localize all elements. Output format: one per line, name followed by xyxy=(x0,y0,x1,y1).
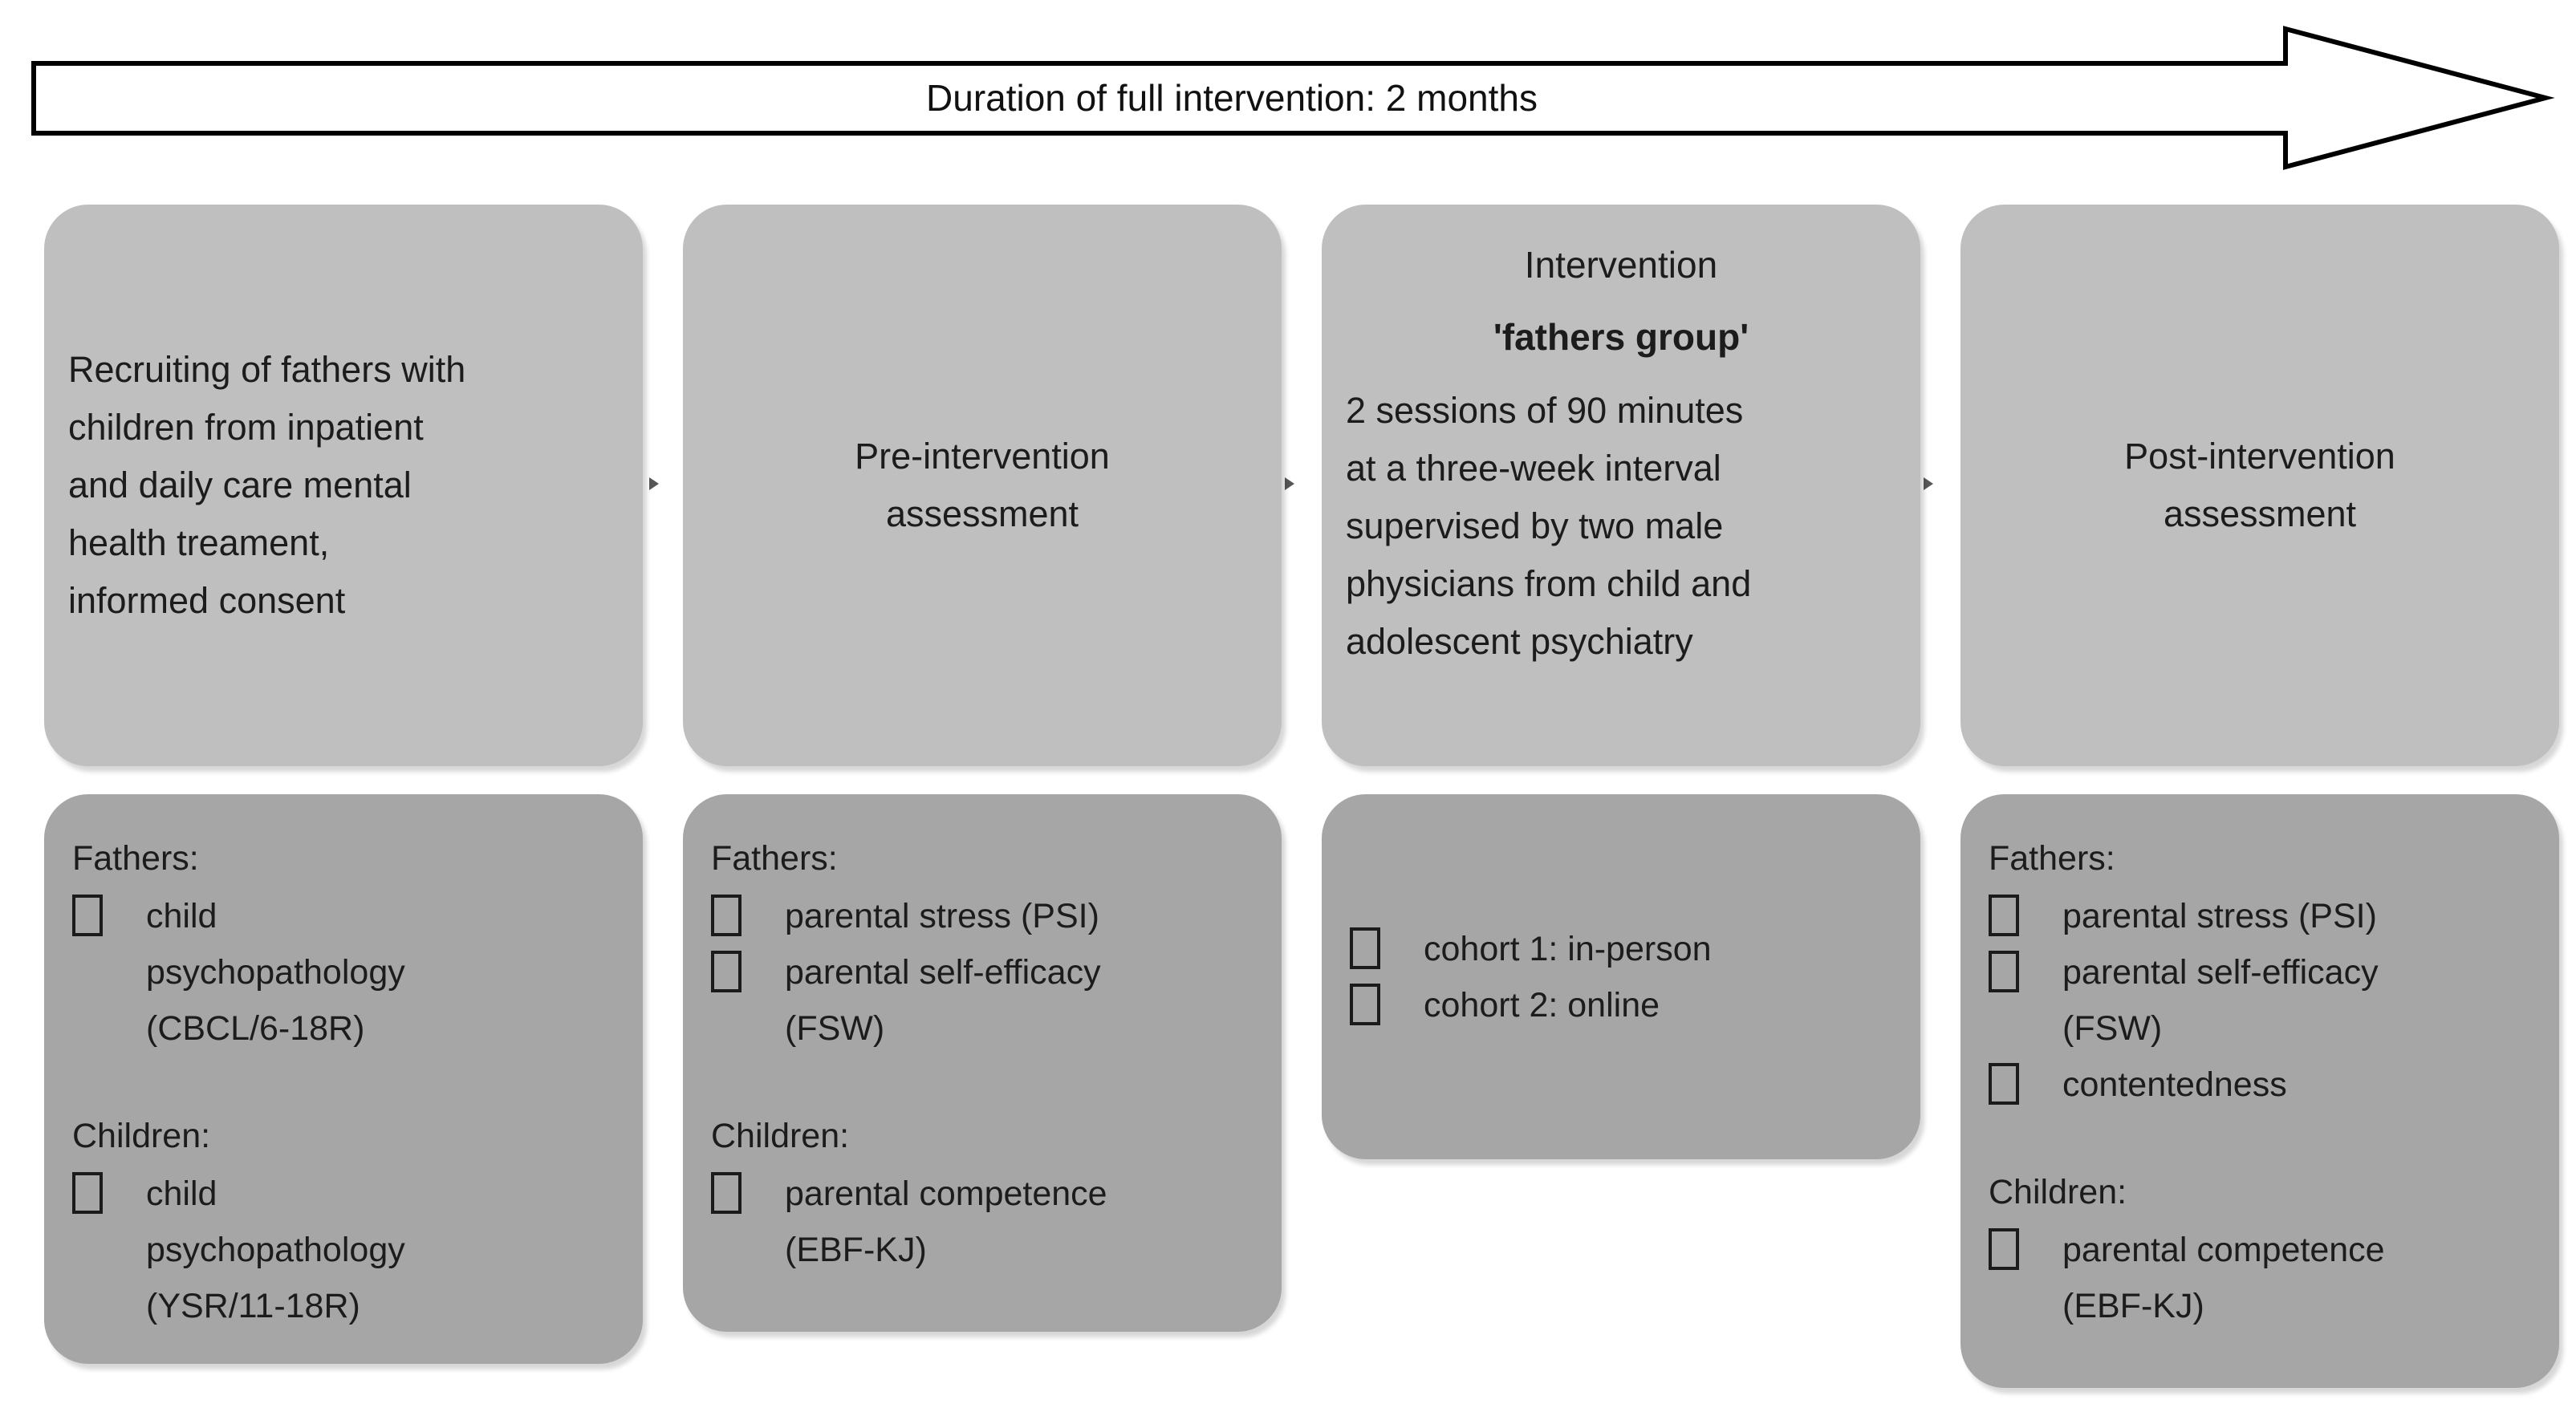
list-item: parental stress (PSI) xyxy=(1989,888,2537,944)
pre-intervention-assessment-text: Pre-intervention assessment xyxy=(855,436,1110,534)
recruiting-box-text: Recruiting of fathers with children from… xyxy=(68,349,466,621)
list-header: Fathers: xyxy=(1989,830,2537,886)
list-item-text: child psychopathology (CBCL/6-18R) xyxy=(146,897,405,1048)
list-item: cohort 1: in-person xyxy=(1350,921,1898,977)
post-assessment-measures-box: Fathers: parental stress (PSI) parental se… xyxy=(1960,794,2559,1388)
checkbox-bullet-icon xyxy=(711,951,742,992)
list-item-text: cohort 1: in-person xyxy=(1424,929,1712,968)
checkbox-bullet-icon xyxy=(1989,895,2019,936)
list-item: parental stress (PSI) xyxy=(711,888,1259,944)
checkbox-bullet-icon xyxy=(1989,1063,2019,1105)
list-item: parental competence (EBF-KJ) xyxy=(711,1166,1259,1278)
intervention-subtitle: 'fathers group' xyxy=(1493,316,1749,358)
connector-arrow-icon xyxy=(1924,477,1933,490)
list-item-text: parental stress (PSI) xyxy=(785,897,1099,935)
pre-intervention-assessment-box: Pre-intervention assessment xyxy=(683,205,1282,766)
checkbox-bullet-icon xyxy=(72,895,103,936)
list-item-text: parental self-efficacy (FSW) xyxy=(2062,953,2379,1048)
checkbox-bullet-icon xyxy=(1989,951,2019,992)
checkbox-bullet-icon xyxy=(72,1172,103,1214)
list-header-text: Children: xyxy=(1989,1173,2127,1211)
checkbox-bullet-icon xyxy=(1350,983,1380,1025)
checkbox-bullet-icon xyxy=(1350,927,1380,969)
list-header-text: Fathers: xyxy=(72,839,199,878)
list-item-text: child psychopathology (YSR/11-18R) xyxy=(146,1175,405,1325)
list-header-text: Fathers: xyxy=(1989,839,2115,878)
list-header-text: Children: xyxy=(711,1117,850,1155)
list-header: Fathers: xyxy=(711,830,1259,886)
post-intervention-assessment-text: Post-intervention assessment xyxy=(2124,436,2395,534)
intervention-box: Intervention 'fathers group' 2 sessions … xyxy=(1322,205,1920,766)
list-header: Fathers: xyxy=(72,830,620,886)
list-item-text: parental competence (EBF-KJ) xyxy=(2062,1231,2385,1325)
list-item: parental self-efficacy (FSW) xyxy=(711,944,1259,1057)
recruiting-measures-box: Fathers: child psychopathology (CBCL/6-18… xyxy=(44,794,643,1364)
list-header-text: Fathers: xyxy=(711,839,838,878)
list-item: child psychopathology (YSR/11-18R) xyxy=(72,1166,620,1334)
connector-arrow-icon xyxy=(1285,477,1294,490)
list-header: Children: xyxy=(72,1108,620,1164)
intervention-title: Intervention xyxy=(1524,244,1718,286)
list-item-text: parental self-efficacy (FSW) xyxy=(785,953,1101,1048)
post-intervention-assessment-box: Post-intervention assessment xyxy=(1960,205,2559,766)
pre-assessment-measures-box: Fathers: parental stress (PSI) parental se… xyxy=(683,794,1282,1332)
list-item: contentedness xyxy=(1989,1057,2537,1113)
list-header-text: Children: xyxy=(72,1117,211,1155)
column-post-assessment: Post-intervention assessment Fathers: par… xyxy=(1960,205,2559,1388)
list-item-text: parental stress (PSI) xyxy=(2062,897,2377,935)
checkbox-bullet-icon xyxy=(711,1172,742,1214)
list-item-text: contentedness xyxy=(2062,1065,2287,1104)
column-intervention: Intervention 'fathers group' 2 sessions … xyxy=(1322,205,1920,1388)
column-pre-assessment: Pre-intervention assessment Fathers: pare… xyxy=(683,205,1282,1388)
intervention-cohorts-box: cohort 1: in-person cohort 2: online xyxy=(1322,794,1920,1159)
list-item-text: cohort 2: online xyxy=(1424,985,1660,1024)
list-item: parental competence (EBF-KJ) xyxy=(1989,1222,2537,1334)
checkbox-bullet-icon xyxy=(1989,1228,2019,1270)
list-item: parental self-efficacy (FSW) xyxy=(1989,944,2537,1057)
recruiting-box: Recruiting of fathers with children from… xyxy=(44,205,643,766)
timeline-arrow-shape xyxy=(31,26,2555,170)
list-item: cohort 2: online xyxy=(1350,977,1898,1033)
timeline-arrow xyxy=(31,26,2555,170)
intervention-description: 2 sessions of 90 minutes at a three-week… xyxy=(1346,390,1752,662)
timeline-arrow-label: Duration of full intervention: 2 months xyxy=(926,77,1538,119)
columns-grid: Recruiting of fathers with children from… xyxy=(44,205,2559,1388)
column-recruiting: Recruiting of fathers with children from… xyxy=(44,205,643,1388)
list-header: Children: xyxy=(711,1108,1259,1164)
checkbox-bullet-icon xyxy=(711,895,742,936)
list-header: Children: xyxy=(1989,1164,2537,1220)
list-item: child psychopathology (CBCL/6-18R) xyxy=(72,888,620,1057)
list-item-text: parental competence (EBF-KJ) xyxy=(785,1175,1107,1269)
connector-arrow-icon xyxy=(649,477,659,490)
